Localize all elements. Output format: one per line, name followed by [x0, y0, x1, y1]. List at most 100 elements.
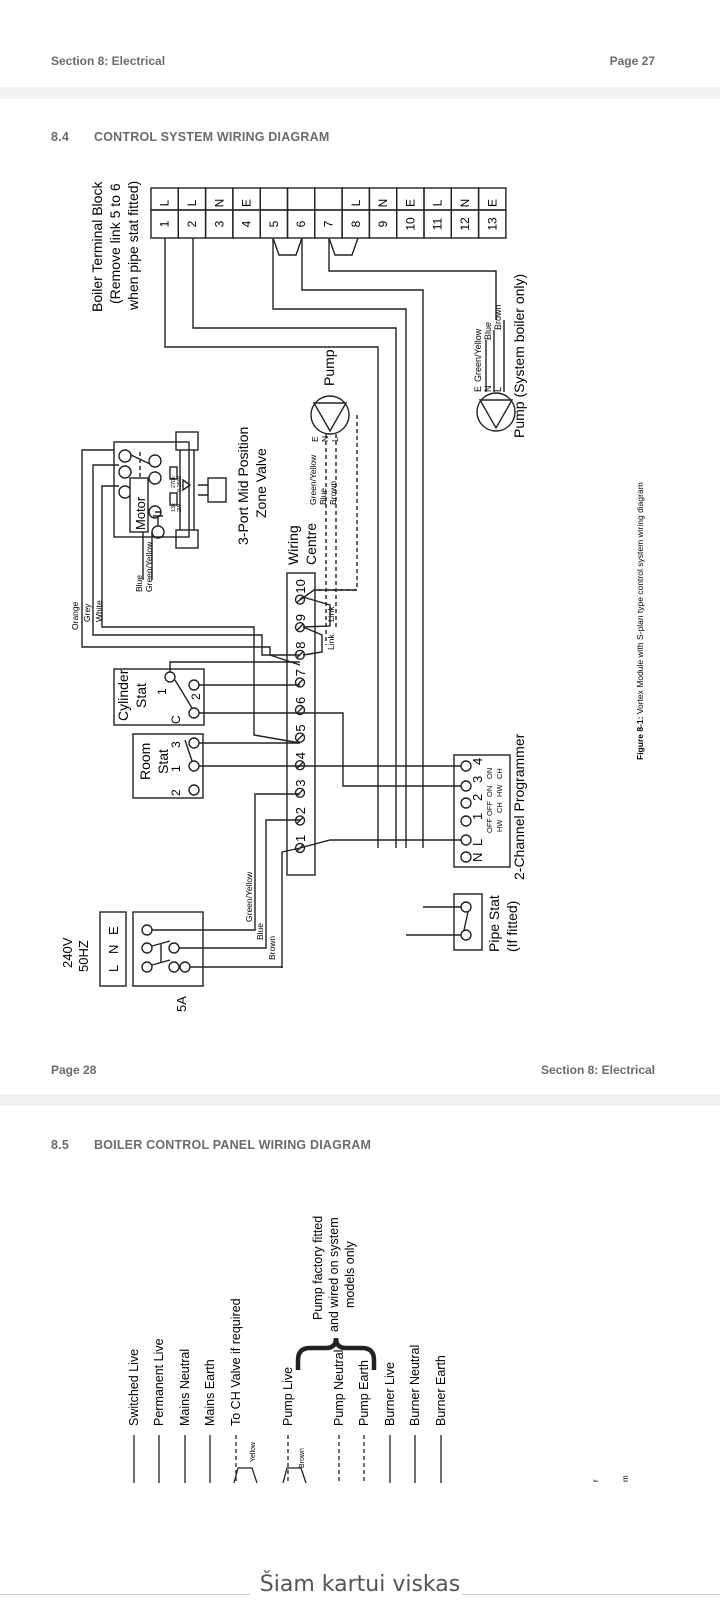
svg-text:Yellow: Yellow [250, 1441, 257, 1462]
terminal-number: 1 [158, 220, 172, 227]
svg-text:E: E [310, 436, 320, 442]
wiring-centre-links [302, 596, 331, 656]
section-number: 8.5 [51, 1138, 69, 1152]
svg-text:L: L [493, 387, 503, 392]
supply-rating-label: 240V 50HZ [60, 937, 91, 972]
banner-rule-left [0, 1594, 250, 1595]
svg-text:Green/Yellow: Green/Yellow [473, 328, 483, 382]
terminal-letter: L [158, 199, 172, 206]
system-pump-label: Pump (System boiler only) [511, 274, 527, 438]
zone-valve-label: 3-Port Mid Position Zone Valve [235, 427, 269, 545]
wire-wc6-prog [300, 712, 466, 787]
panel-wire-label: Permanent Live [152, 1338, 166, 1426]
supply-wire-labels: Green/Yellow Blue Brown [244, 871, 277, 960]
wire-white [101, 485, 301, 744]
svg-text:CH: CH [495, 768, 504, 779]
svg-text:0.25W: 0.25W [177, 475, 183, 492]
svg-text:Pipe Stat: Pipe Stat [486, 895, 502, 952]
svg-text:Green/Yellow: Green/Yellow [308, 454, 318, 505]
isolator-contacts [141, 910, 283, 973]
motor-label: Motor [133, 496, 148, 530]
svg-text:Blue: Blue [483, 322, 493, 340]
terminal-number: 12 [458, 217, 472, 231]
svg-text:Brown: Brown [493, 304, 503, 330]
terminal-letter-cell [314, 187, 343, 211]
programmer-pin-labels: N L 1 2 3 4 [470, 758, 485, 862]
programmer-terminal [460, 815, 472, 827]
svg-text:270k: 270k [171, 476, 177, 488]
svg-text:1: 1 [470, 813, 485, 820]
svg-text:Link: Link [326, 606, 336, 622]
svg-text:Boiler Terminal Block: Boiler Terminal Block [89, 181, 105, 312]
wire-wc3 [254, 793, 300, 910]
system-pump [476, 320, 516, 432]
programmer-terminal [460, 780, 472, 792]
wiring-centre-terminal-number: 8 [293, 642, 308, 649]
svg-text:Link: Link [326, 634, 336, 650]
programmer-terminal [460, 834, 472, 846]
svg-text:Stat: Stat [133, 683, 149, 708]
zone-valve-wire-labels: Orange Grey White Blue Green/Yellow [70, 541, 154, 630]
svg-text:2: 2 [169, 789, 183, 796]
wiring-centre-terminal-number: 10 [293, 579, 308, 593]
svg-text:3: 3 [169, 741, 183, 748]
terminal-letter: L [431, 199, 445, 206]
zone-valve-resistor-labels: 270k 0.25W 13k 2W [171, 475, 183, 512]
control-system-wiring-diagram: Boiler Terminal Block (Remove link 5 to … [60, 181, 645, 1012]
screw-slot [296, 734, 304, 742]
svg-text:Grey: Grey [82, 603, 92, 622]
svg-text:Green/Yellow: Green/Yellow [144, 541, 154, 592]
panel-wire-label: Pump Neutral [332, 1350, 346, 1426]
svg-text:L: L [470, 839, 485, 846]
svg-text:50HZ: 50HZ [76, 940, 91, 972]
svg-text:13k: 13k [171, 503, 177, 512]
wire-term2 [192, 238, 397, 848]
svg-text:1: 1 [169, 765, 183, 772]
panel-wire-label: Pump Live [281, 1367, 295, 1426]
room-stat-pins: 3 1 2 [169, 741, 183, 796]
terminal-letter: E [485, 199, 499, 207]
wire-term5 [272, 238, 407, 848]
terminal-letter: L [185, 199, 199, 206]
terminal-letter: E [240, 199, 254, 207]
terminal-letter: N [212, 199, 226, 208]
svg-text:White: White [94, 600, 104, 622]
svg-text:m: m [621, 1475, 630, 1482]
terminal-number: 11 [431, 217, 445, 230]
wiring-centre-terminal-number: 1 [293, 835, 308, 842]
panel-wire-lines [133, 1435, 442, 1483]
pipe-stat-label: Pipe Stat (If fitted) [486, 895, 520, 952]
svg-text:L: L [106, 965, 121, 972]
svg-text:240V: 240V [60, 937, 75, 968]
svg-text:3: 3 [470, 776, 485, 783]
page-header-section: Section 8: Electrical [51, 54, 166, 68]
programmer-label: 2-Channel Programmer [511, 733, 527, 880]
svg-text:Blue: Blue [318, 488, 328, 505]
screw-slot [296, 623, 304, 631]
terminal-number: 2 [185, 220, 199, 227]
svg-text:Zone Valve: Zone Valve [253, 448, 269, 518]
page-separator [0, 87, 720, 99]
screw-slot [296, 761, 304, 769]
section-title: CONTROL SYSTEM WIRING DIAGRAM [94, 130, 330, 144]
svg-text:3-Port Mid Position: 3-Port Mid Position [235, 427, 251, 545]
cylinder-stat-switch [164, 661, 300, 719]
wiring-centre-screw [294, 594, 306, 605]
terminal-letter-cell [286, 187, 316, 211]
svg-text:ON: ON [485, 768, 494, 779]
svg-text:L: L [330, 437, 340, 442]
end-of-content-banner: Šiam kartui viskas [257, 1572, 463, 1597]
terminal-number: 3 [212, 220, 226, 227]
cylinder-stat-pins: 1 C 2 [155, 688, 203, 724]
svg-text:OFF: OFF [485, 801, 494, 816]
svg-text:(Remove link 5 to 6: (Remove link 5 to 6 [107, 183, 123, 304]
programmer-terminal [460, 851, 472, 863]
page-header-number: Page 27 [609, 54, 655, 68]
svg-text:and wired on system: and wired on system [327, 1217, 341, 1332]
isolator-switch [132, 911, 204, 987]
room-stat-switch [184, 737, 300, 796]
supply-terminals [99, 911, 127, 987]
terminal-number: 10 [403, 217, 417, 231]
